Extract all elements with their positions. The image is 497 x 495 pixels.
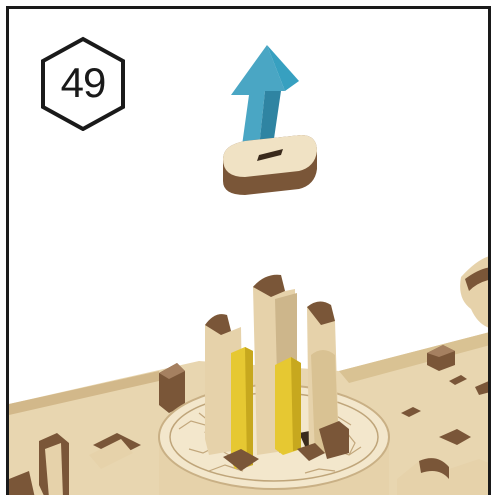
assembly-illustration	[9, 9, 491, 495]
tower-assembly	[205, 275, 349, 471]
lifted-wood-part	[223, 135, 317, 195]
instruction-panel: 49	[6, 6, 491, 495]
